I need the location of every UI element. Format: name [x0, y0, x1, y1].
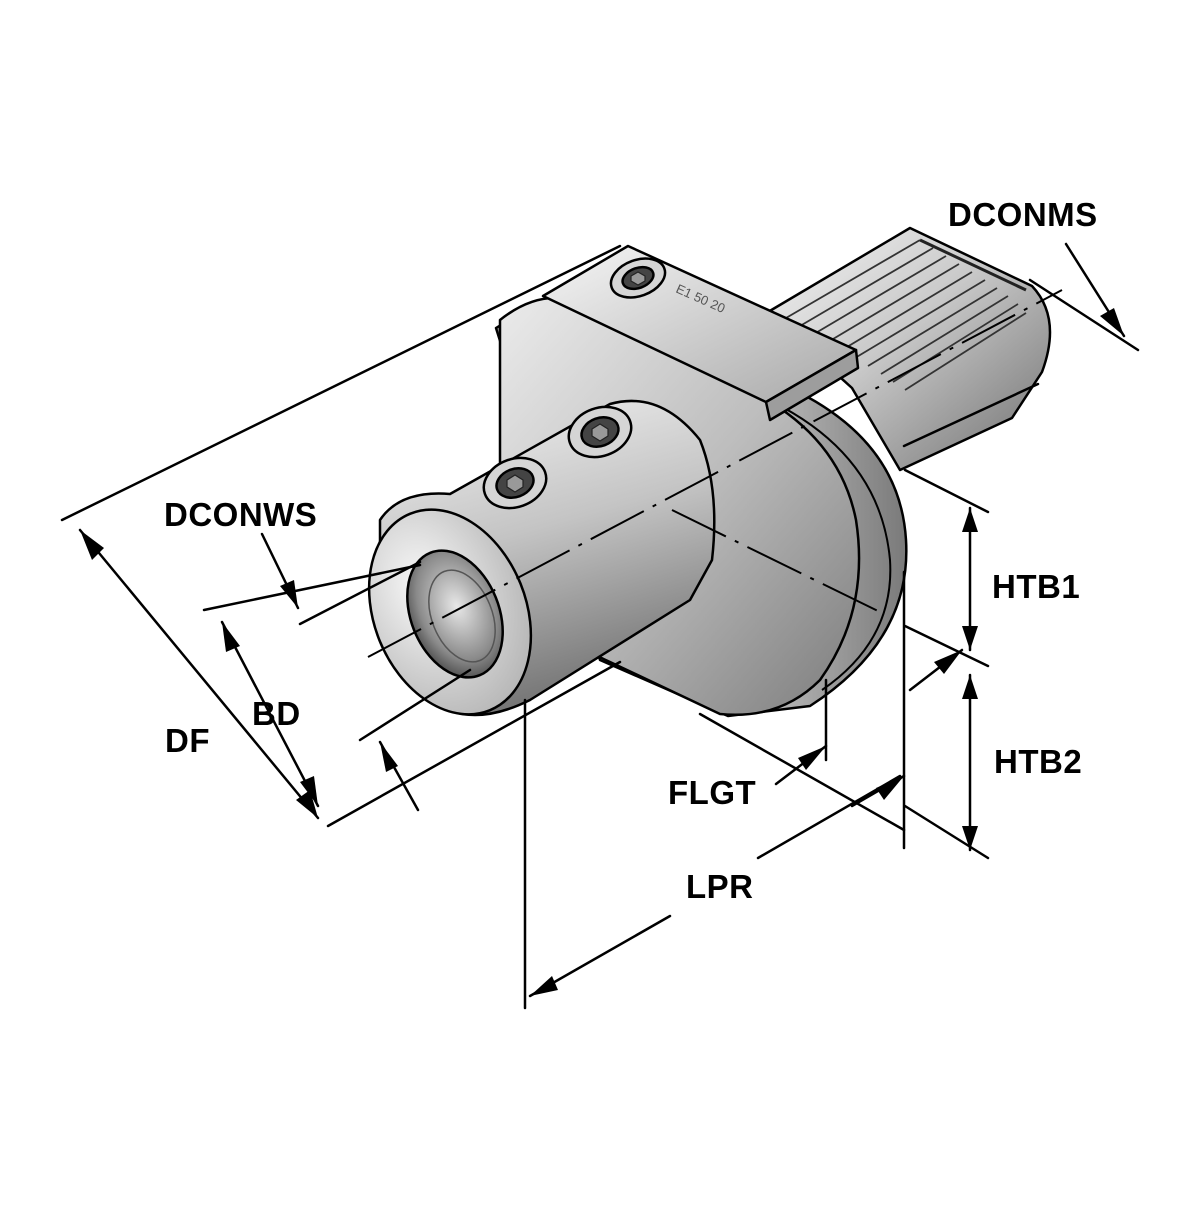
flgt-arrow-b	[876, 776, 904, 800]
dconws-label: DCONWS	[164, 496, 318, 533]
flgt-dimension	[698, 712, 906, 832]
dconms-label: DCONMS	[948, 196, 1098, 233]
df-label: DF	[165, 722, 210, 759]
dconws-lower-arrow	[380, 742, 398, 772]
arrow-heads	[80, 308, 1124, 996]
df-dimension	[78, 528, 320, 820]
df-extension-top	[60, 244, 622, 522]
dimension-lines	[60, 242, 1140, 1010]
screw-3	[609, 257, 667, 299]
bd-arrow-bottom	[300, 776, 318, 806]
screw-1	[482, 456, 548, 510]
htb2-arrow-top	[962, 675, 978, 699]
htb-extension-mid	[903, 624, 990, 668]
htb2-arrow-bottom	[962, 826, 978, 850]
htb-extension-top	[903, 468, 990, 514]
flgt-label: FLGT	[668, 774, 757, 811]
tool-body: E1 50 20	[367, 226, 1052, 718]
df-arrow-bottom	[296, 790, 318, 818]
bd-label: BD	[252, 695, 301, 732]
dconms-extension	[902, 382, 1040, 448]
bd-dimension	[220, 620, 320, 808]
bore	[406, 549, 504, 679]
shank-serrations	[785, 239, 1027, 391]
htb2-label: HTB2	[994, 743, 1083, 780]
htb-mid-arrow	[934, 650, 962, 674]
df-extension-bottom	[326, 660, 622, 828]
htb1-arrow-bottom	[962, 626, 978, 650]
dconws-lower-extension	[358, 668, 472, 742]
center-line	[367, 289, 1063, 658]
bd-extension-top	[202, 563, 422, 612]
df-arrow-top	[80, 530, 104, 560]
lpr-arrow-left	[530, 976, 558, 996]
dconws-extension	[298, 560, 422, 626]
dconms-extension-2	[1028, 278, 1140, 352]
serrated-shank	[766, 226, 1052, 472]
lpr-label: LPR	[686, 868, 754, 905]
flgt-arrow-a	[798, 746, 826, 770]
dconws-arrow	[280, 580, 298, 608]
bd-arrow-top	[222, 622, 240, 652]
lpr-dimension-right	[756, 774, 902, 860]
htb1-label: HTB1	[992, 568, 1081, 605]
dconms-arrow	[1100, 308, 1124, 336]
screw-2	[567, 405, 633, 459]
htb1-arrow-top	[962, 508, 978, 532]
htb-extension-bottom	[903, 804, 990, 860]
